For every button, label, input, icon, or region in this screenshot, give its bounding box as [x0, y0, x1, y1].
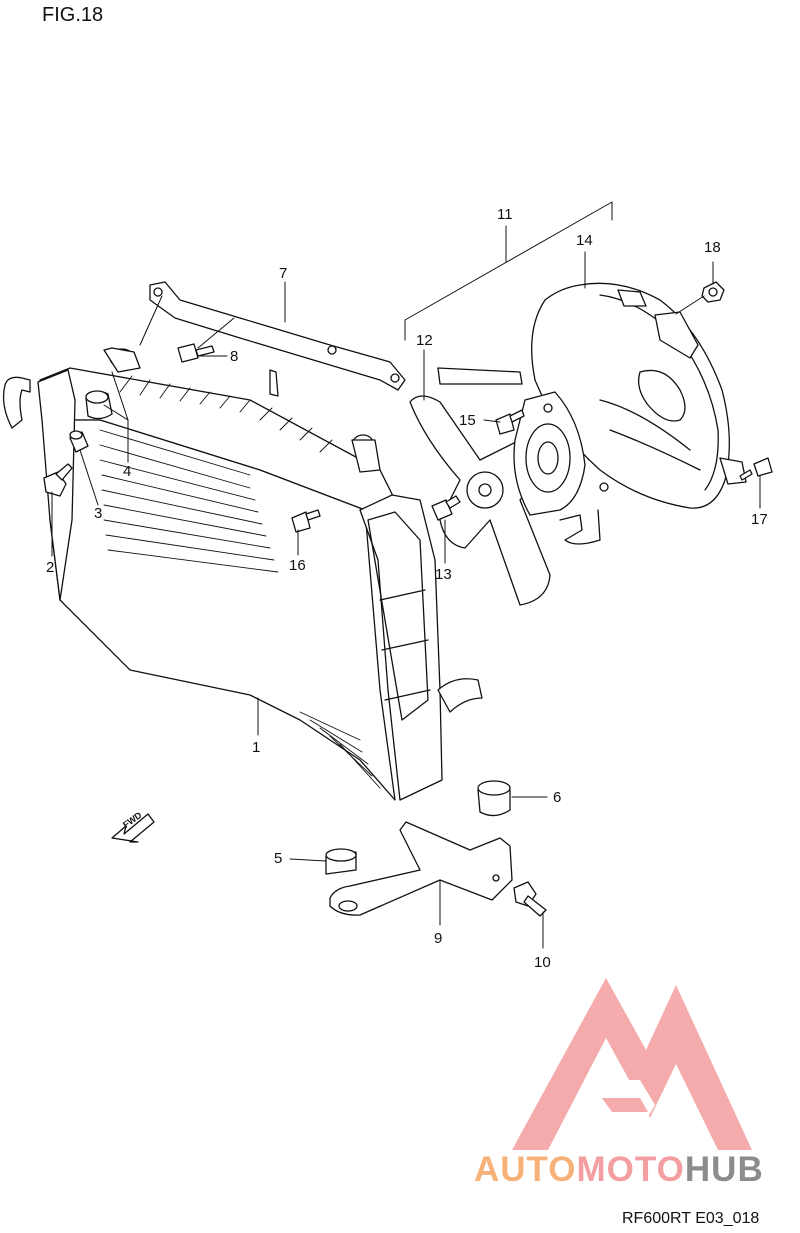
callout-16: 16 [289, 557, 306, 574]
nut-18 [701, 281, 725, 303]
fan-stay [437, 367, 523, 385]
callout-9: 9 [434, 930, 443, 947]
watermark-wordmark: AUTOMOTOHUB [474, 1150, 764, 1190]
wordmark-moto: MOTO [576, 1150, 685, 1189]
rubber-mount-5 [325, 848, 357, 875]
wordmark-hub: HUB [684, 1150, 764, 1189]
callout-5: 5 [274, 850, 283, 867]
diagram-code: RF600RT E03_018 [622, 1210, 760, 1227]
callout-13: 13 [435, 566, 452, 583]
fan-motor [513, 391, 609, 545]
bolt-10 [513, 881, 547, 917]
callout-14: 14 [576, 232, 593, 249]
callout-2: 2 [46, 559, 55, 576]
callout-3: 3 [94, 505, 103, 522]
callout-11: 11 [497, 206, 513, 223]
screw-15 [495, 409, 525, 435]
callout-6: 6 [553, 789, 562, 806]
callout-17: 17 [751, 511, 768, 528]
fan-shroud [531, 282, 747, 509]
fwd-arrow-shape [111, 813, 155, 843]
callout-10: 10 [534, 954, 551, 971]
callout-1: 1 [252, 739, 261, 756]
callout-8: 8 [230, 348, 239, 365]
callout-15: 15 [459, 412, 476, 429]
bolt-2 [43, 463, 73, 497]
bolt-8 [177, 343, 215, 363]
watermark-logo-mark [512, 978, 752, 1150]
figure-title: FIG.18 [42, 4, 104, 26]
rubber-mount-6 [477, 780, 511, 817]
wordmark-auto: AUTO [474, 1150, 577, 1189]
leader-lines [51, 201, 761, 949]
lower-bracket [329, 821, 513, 916]
collar-3 [69, 430, 89, 453]
upper-bracket [149, 281, 406, 391]
screw-17 [739, 457, 773, 481]
radiator [2, 347, 483, 801]
callout-18: 18 [704, 239, 721, 256]
callout-7: 7 [279, 265, 288, 282]
callout-4: 4 [123, 463, 132, 480]
callout-12: 12 [416, 332, 433, 349]
screw-13 [431, 495, 461, 521]
bolt-16 [291, 509, 321, 533]
radiator-fins [99, 375, 381, 789]
